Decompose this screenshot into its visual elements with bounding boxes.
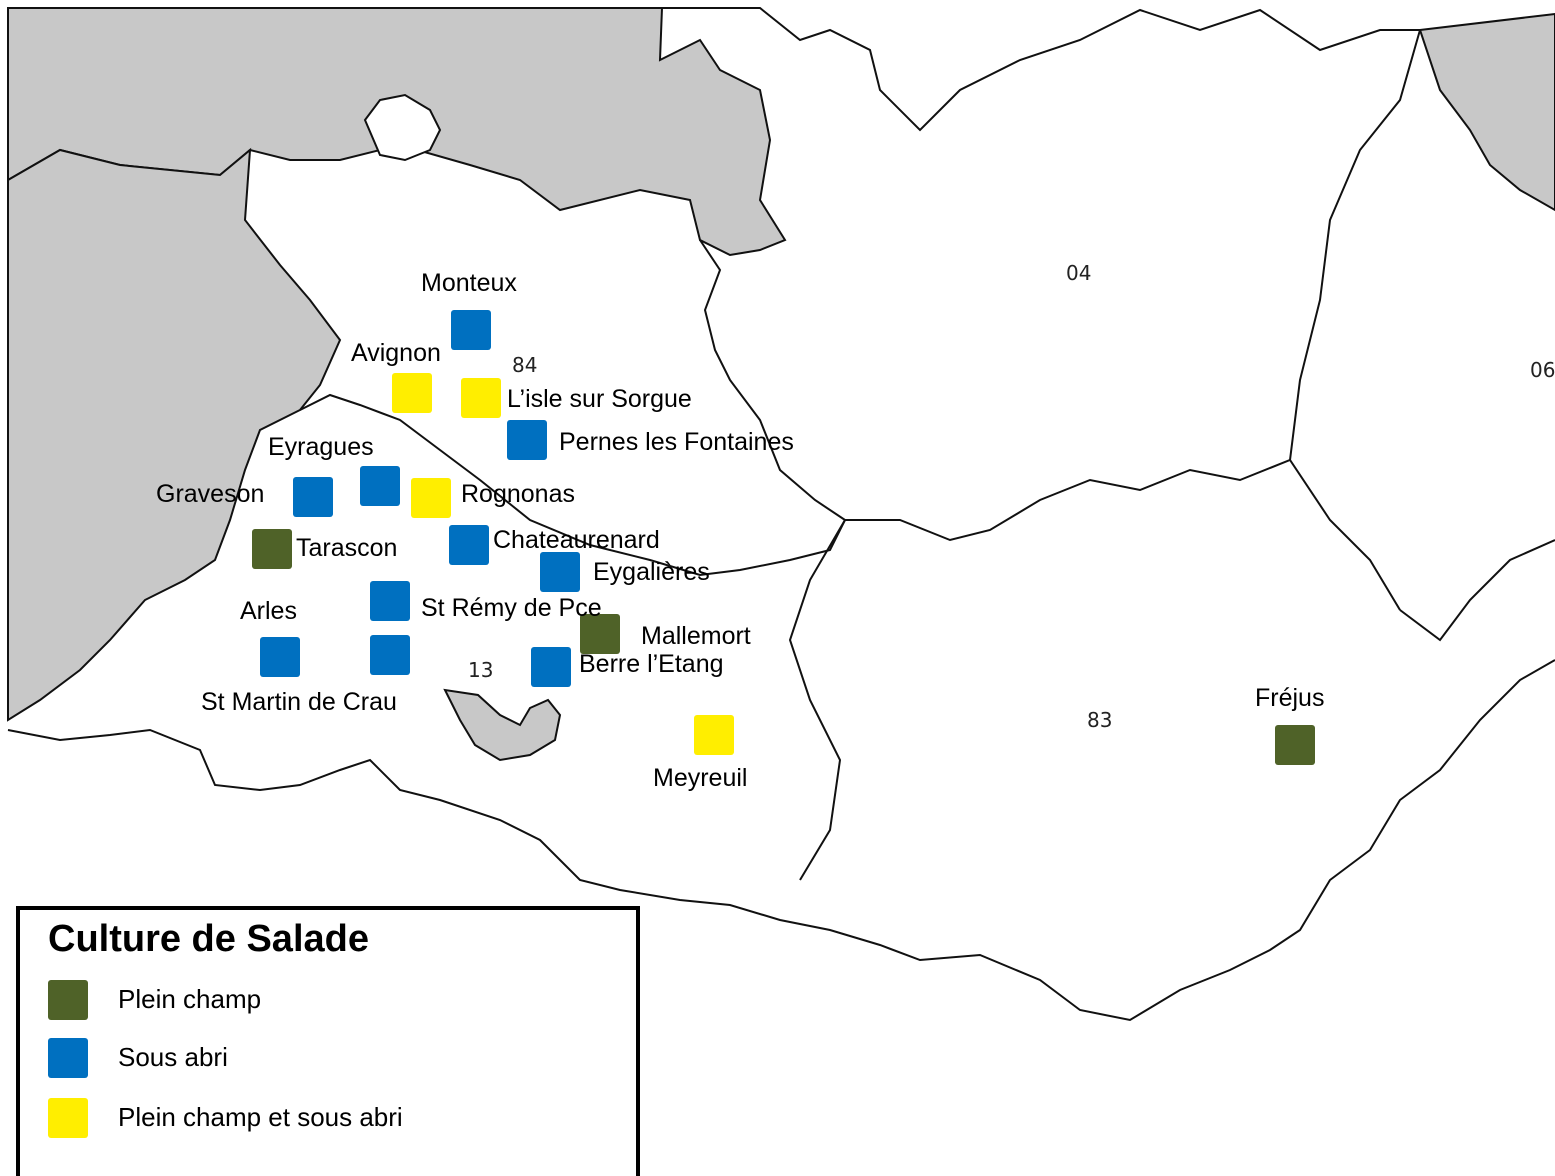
marker-meyreuil [694,715,734,755]
town-label-pernes-les-fontaines: Pernes les Fontaines [559,428,794,456]
legend-label-mixte: Plein champ et sous abri [118,1102,403,1132]
boundary-84-04 [699,239,846,521]
marker-frejus [1275,725,1315,765]
outside-region-northeast [1418,12,1555,212]
town-label-tarascon: Tarascon [296,534,397,562]
enclave [363,93,442,162]
boundary-04-83 [845,458,1401,611]
town-label-frejus: Fréjus [1255,684,1324,712]
marker-eygalieres [540,552,580,592]
boundary-84-13 [299,393,846,577]
town-label-meyreuil: Meyreuil [653,764,747,792]
marker-tarascon [252,529,292,569]
marker-eyragues [360,466,400,506]
boundary-13-83 [788,519,846,881]
boundary-04-06 [1289,29,1421,461]
marker-mallemort [580,614,620,654]
legend-label-sous-abri: Sous abri [118,1042,228,1072]
boundary-83-06 [1399,539,1555,642]
marker-berre-letang [531,647,571,687]
dept-label-06: 06 [1530,358,1555,382]
town-label-monteux: Monteux [421,269,517,297]
legend-swatch-mixte [48,1098,88,1138]
town-label-mallemort: Mallemort [641,622,751,650]
outside-region-west [7,147,342,722]
town-label-berre-letang: Berre l’Etang [579,650,724,678]
marker-arles [260,637,300,677]
town-label-avignon: Avignon [351,339,441,367]
dept-label-13: 13 [468,658,493,682]
legend-title: Culture de Salade [48,918,369,960]
legend-swatch-sous-abri [48,1038,88,1078]
town-label-graveson: Graveson [156,480,264,508]
legend: Culture de Salade Plein champ Sous abri … [16,906,640,1176]
dept-label-83: 83 [1087,708,1112,732]
town-label-st-remy-de-pce: St Rémy de Pce [421,594,602,622]
marker-st-remy-de-pce [370,581,410,621]
dept-label-04: 04 [1066,261,1091,285]
boundary-04-north [662,7,1420,132]
marker-avignon [392,373,432,413]
dept-label-84: 84 [512,353,537,377]
marker-monteux [451,310,491,350]
town-label-chateaurenard: Chateaurenard [493,526,660,554]
town-label-lisle-sur-sorgue: L’isle sur Sorgue [507,385,692,413]
town-label-eyragues: Eyragues [268,433,374,461]
town-label-st-martin-de-crau: St Martin de Crau [201,688,397,716]
town-label-eygalieres: Eygalières [593,558,710,586]
legend-swatch-plein-champ [48,980,88,1020]
town-label-arles: Arles [240,597,297,625]
marker-graveson [293,477,333,517]
marker-chateaurenard [449,525,489,565]
marker-rognonas [411,478,451,518]
marker-lisle-sur-sorgue [461,378,501,418]
berre-lagoon [443,688,562,762]
town-label-rognonas: Rognonas [461,480,575,508]
marker-pernes-les-fontaines [507,420,547,460]
coastline [7,659,1555,1022]
legend-label-plein-champ: Plein champ [118,984,262,1014]
marker-st-martin-de-crau [370,635,410,675]
